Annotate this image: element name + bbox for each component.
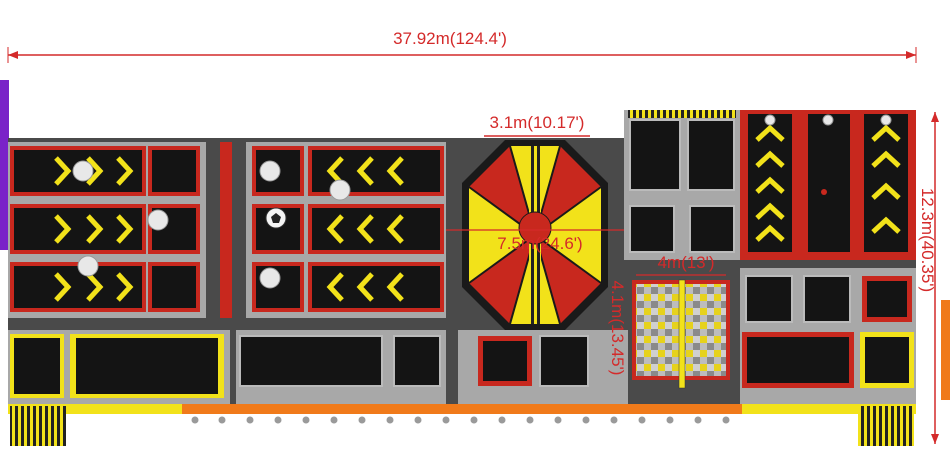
overall-width-label: 37.92m(124.4') [393,29,507,48]
right-rear-lanes [740,110,916,260]
chevron-arrow-icon [54,156,134,302]
front-walkway [182,404,742,414]
right-bottom-pads [740,268,916,404]
entry-grate-right [858,406,914,446]
left-lane-zone [8,142,206,318]
orange-edge [941,300,950,400]
upper-mid-pads [624,110,740,260]
dodgeball-icon [72,160,169,277]
overall-depth-label: 12.3m(40.35') [918,188,937,292]
foam-pit [632,279,730,389]
octagon-width-label: 3.1m(10.17') [490,113,585,132]
foam-pit-width-label: 4m(13') [657,253,714,272]
front-post-row [191,416,730,424]
bottom-left-pads [8,330,446,404]
octagon-span-dimension: 7.5m(24.6') [446,229,624,253]
octagon-front-pads [458,330,628,404]
foam-pit-length-dimension: 4.1m(13.45') [608,281,627,376]
octagon-arena [462,140,608,330]
chevron-arrow-icon [326,156,404,302]
octagon-width-dimension: 3.1m(10.17') [484,113,590,137]
foam-pit-width-dimension: 4m(13') [636,253,726,276]
lane-row-1 [10,146,200,196]
dodgeball-icon [259,160,351,289]
lane-row-3 [10,262,200,312]
soccer-ball-icon [265,207,287,229]
foam-pit-length-label: 4.1m(13.45') [608,281,627,376]
entry-grate-left [10,406,66,446]
lane-row-3 [252,262,444,312]
lane-row-2 [10,204,200,254]
overall-depth-dimension: 12.3m(40.35') [918,112,939,444]
overall-width-dimension: 37.92m(124.4') [7,29,917,63]
divider-strip [220,142,232,318]
chevron-arrow-icon [755,124,901,242]
center-lane-zone [246,142,446,318]
purple-edge [0,80,9,250]
octagon-span-label: 7.5m(24.6') [497,234,582,253]
